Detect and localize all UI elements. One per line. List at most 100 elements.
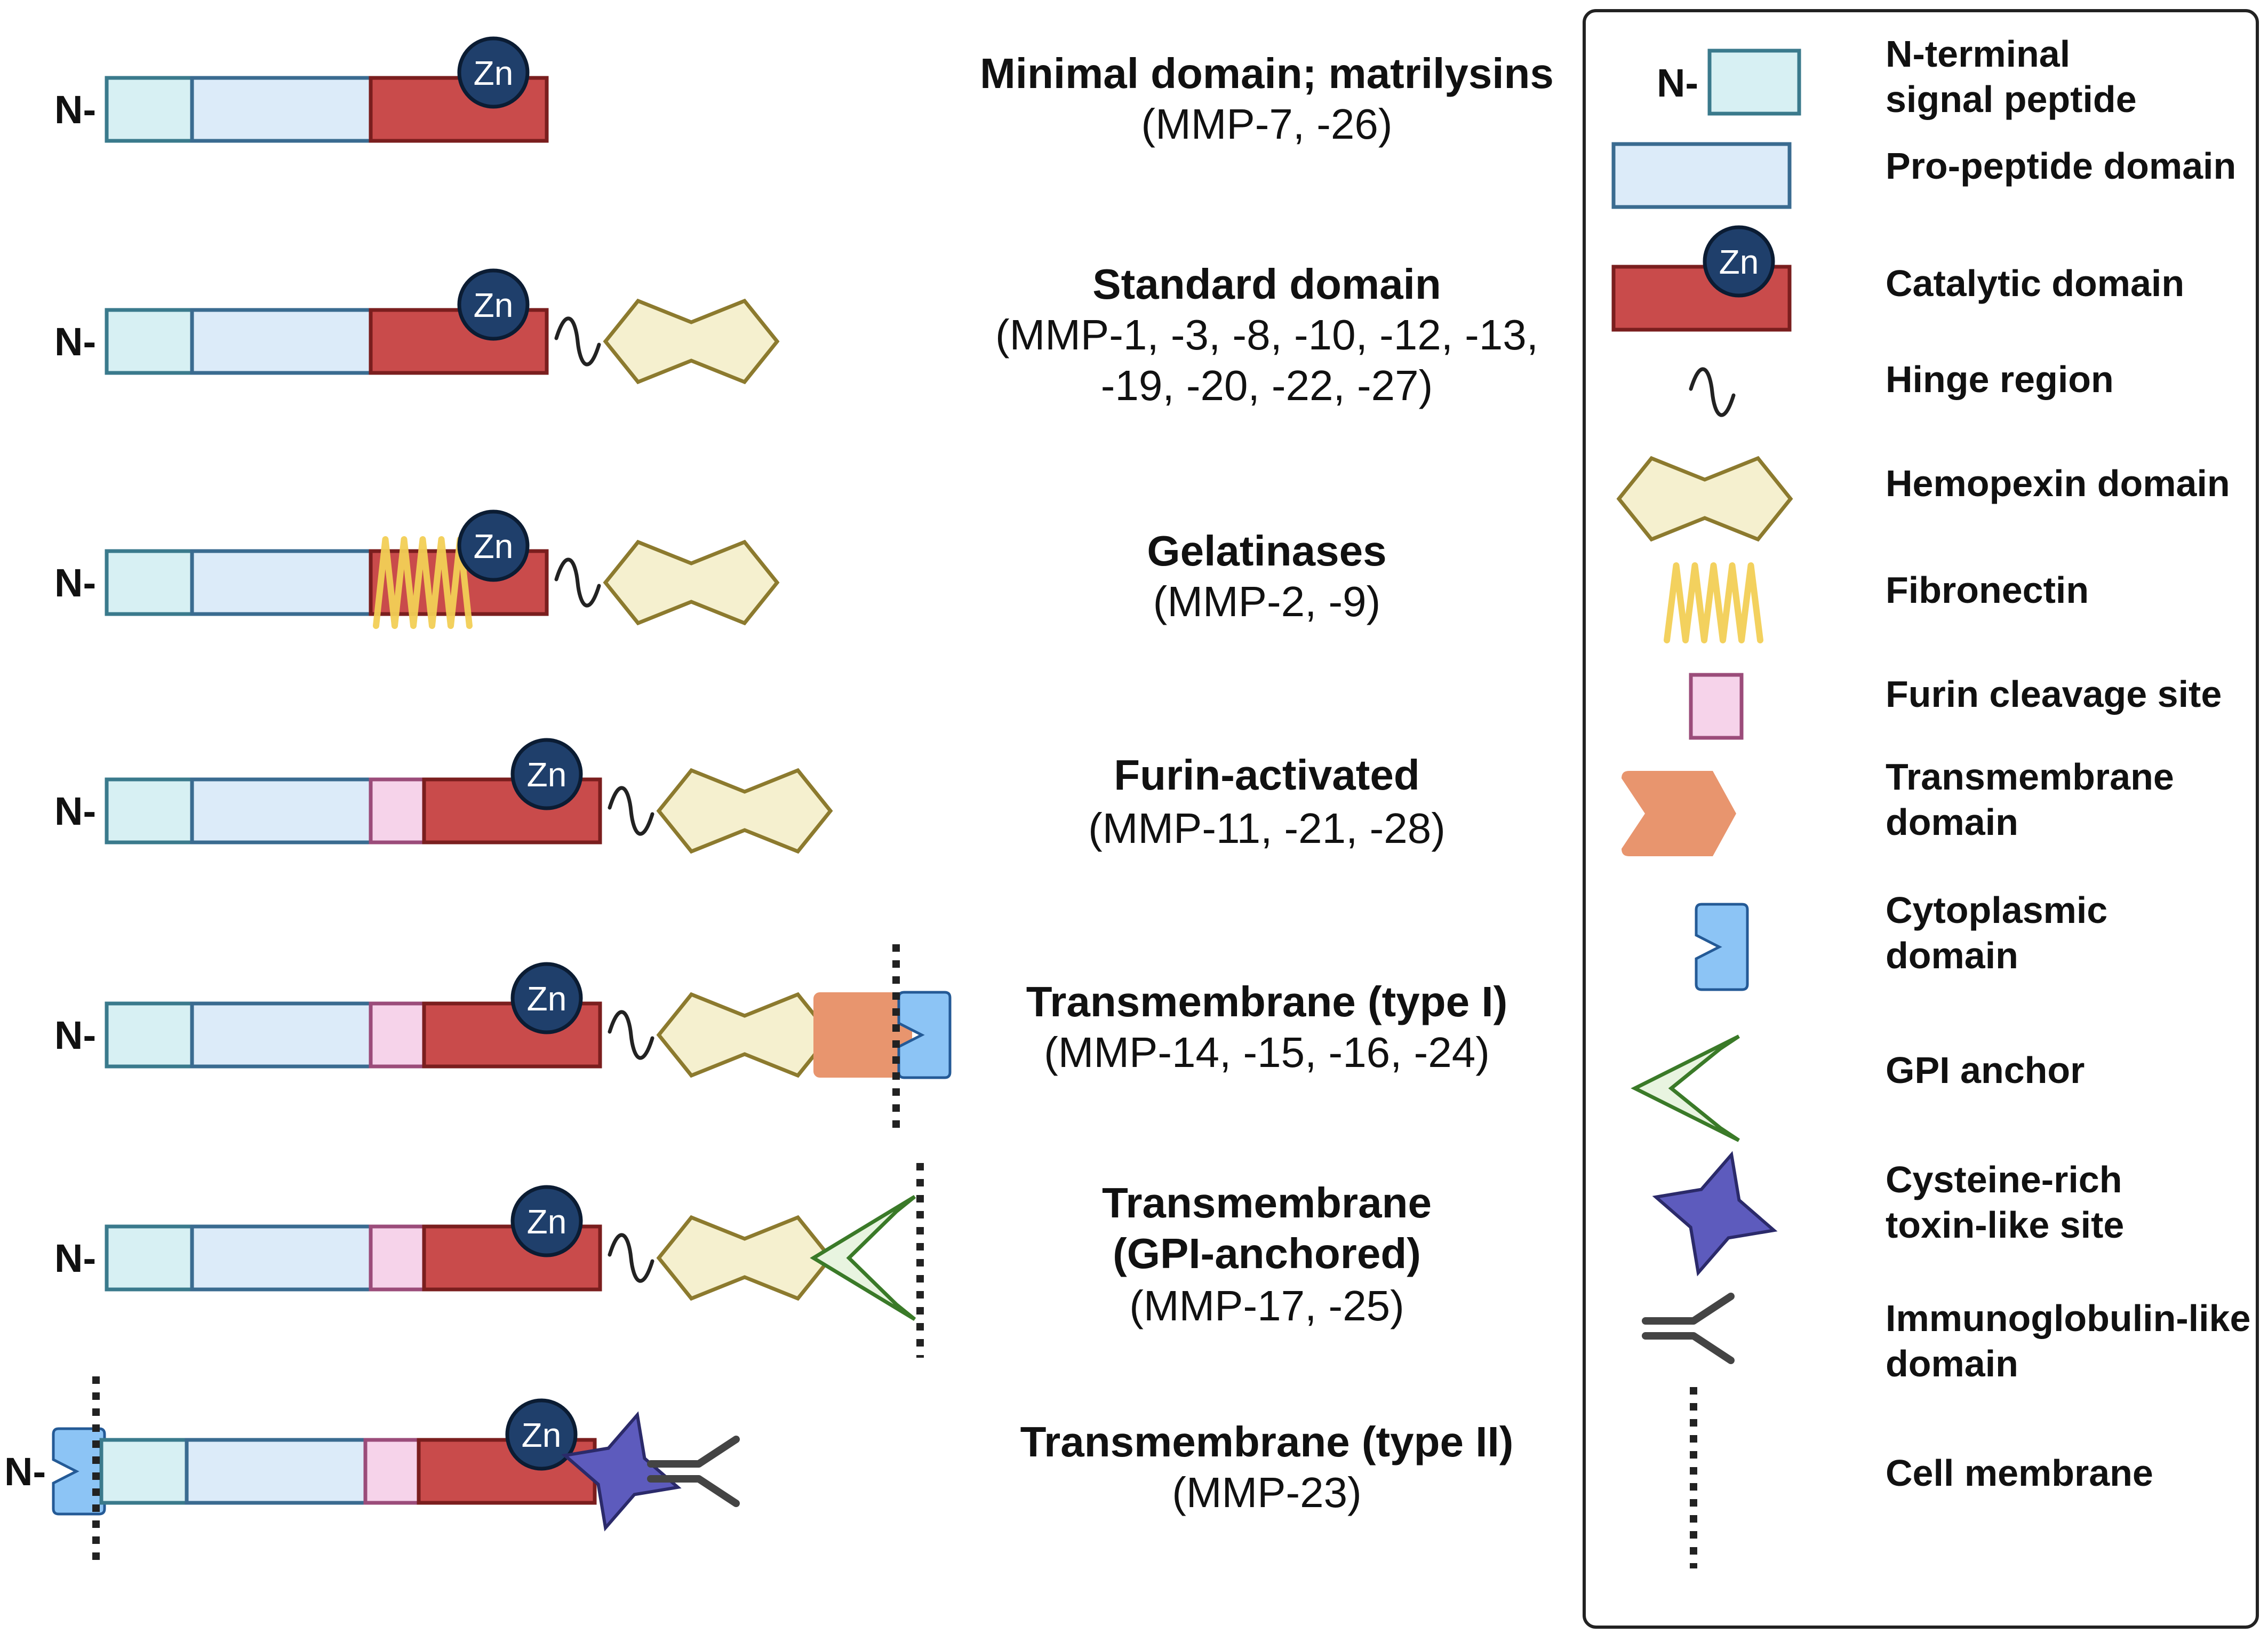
legend-label-hinge: Hinge region <box>1886 359 2114 400</box>
hemopexin-domain-icon <box>603 298 780 385</box>
legend-item-gpi-anchor: GPI anchor <box>1631 1034 2085 1142</box>
cysteine-rich-toxin-like-site-icon <box>1652 1151 1778 1277</box>
zinc-label: Zn <box>527 1202 567 1241</box>
row-members: (MMP-1, -3, -8, -10, -12, -13, <box>995 311 1538 359</box>
legend-label-cytoplasmic-line2: domain <box>1886 935 2018 976</box>
mmp-rows: N- Zn Minimal domain; matrilysins(MMP-7, -… <box>4 36 1554 1566</box>
zinc-ion-icon: Zn <box>457 509 530 582</box>
row-title: Transmembrane <box>1102 1179 1432 1226</box>
signal-peptide-box <box>105 308 194 375</box>
zinc-label: Zn <box>527 755 567 794</box>
hinge-region-icon <box>608 1233 654 1283</box>
hemopexin-domain-icon <box>656 1215 833 1301</box>
hinge-region-icon <box>608 1010 654 1060</box>
zinc-ion-icon: Zn <box>457 268 530 341</box>
mmp-row-7: N- Zn Transmembrane (type II)(MMP-23) <box>4 1376 1513 1566</box>
cytoplasmic-domain-icon <box>52 1427 106 1516</box>
row-title: Furin-activated <box>1114 751 1419 799</box>
legend-item-propeptide: Pro-peptide domain <box>1611 142 2236 209</box>
immunoglobulin-like-domain-icon <box>647 1436 740 1507</box>
gpi-anchor-icon <box>1631 1034 1740 1142</box>
hemopexin-domain-icon <box>656 992 833 1078</box>
transmembrane-domain-icon <box>813 992 912 1078</box>
n-terminus-label: N- <box>54 320 96 364</box>
mmp-row-4: N- Zn Furin-activated (MMP-11, -21, -28) <box>54 738 1446 854</box>
signal-peptide-box <box>105 549 194 616</box>
legend-label-propeptide: Pro-peptide domain <box>1886 145 2236 187</box>
row-title: Gelatinases <box>1147 527 1386 575</box>
n-terminus-label: N- <box>54 1013 96 1057</box>
legend-box <box>1583 9 2259 1629</box>
row-members: (MMP-11, -21, -28) <box>1088 804 1446 852</box>
row-members: (MMP-14, -15, -16, -24) <box>1044 1029 1490 1076</box>
legend-n-terminus-label: N- <box>1657 61 1698 105</box>
legend-label-transmembrane-line2: domain <box>1886 801 2018 843</box>
legend-label-furin: Furin cleavage site <box>1886 673 2222 715</box>
zinc-ion-icon: Zn <box>1703 225 1775 298</box>
cysteine-rich-toxin-like-site-icon <box>561 1411 682 1532</box>
zinc-ion-icon: Zn <box>510 962 583 1034</box>
propeptide-box <box>185 1438 368 1505</box>
legend-label-gpi-anchor: GPI anchor <box>1886 1049 2085 1091</box>
zinc-ion-icon: Zn <box>510 738 583 810</box>
signal-peptide-box <box>105 777 194 845</box>
zinc-ion-icon: Zn <box>457 36 530 109</box>
legend-label-cytoplasmic: Cytoplasmic <box>1886 889 2107 931</box>
row-title: Transmembrane (type I) <box>1026 978 1508 1025</box>
n-terminus-label: N- <box>54 789 96 833</box>
row-members-line2: -19, -20, -22, -27) <box>1101 362 1433 409</box>
n-terminus-label: N- <box>54 87 96 132</box>
legend-label-transmembrane: Transmembrane <box>1886 756 2174 798</box>
row-members: (MMP-7, -26) <box>1141 100 1392 148</box>
row-title: Standard domain <box>1092 260 1441 308</box>
propeptide-box <box>1611 142 1792 209</box>
propeptide-box <box>190 1224 373 1292</box>
hinge-region-icon <box>1689 367 1736 417</box>
zinc-label: Zn <box>522 1416 562 1454</box>
furin-cleavage-site-box <box>369 1001 426 1069</box>
hemopexin-domain-icon <box>603 539 780 626</box>
legend-label-immunoglobulin-like-line2: domain <box>1886 1343 2018 1384</box>
hemopexin-domain-icon <box>656 768 833 854</box>
zinc-label: Zn <box>474 54 514 92</box>
zinc-label: Zn <box>474 527 514 565</box>
furin-cleavage-site-box <box>363 1438 421 1505</box>
n-terminus-label: N- <box>4 1449 46 1494</box>
legend-label-cysteine-rich: Cysteine-rich <box>1886 1159 2122 1200</box>
row-members: (MMP-23) <box>1172 1469 1362 1516</box>
gpi-anchor-icon <box>810 1195 916 1321</box>
legend-label-catalytic: Catalytic domain <box>1886 262 2184 304</box>
hinge-region-icon <box>554 557 601 608</box>
furin-cleavage-site-box <box>1689 673 1744 740</box>
signal-peptide-box <box>99 1438 189 1505</box>
legend-label-hemopexin: Hemopexin domain <box>1886 463 2230 504</box>
propeptide-box <box>190 308 373 375</box>
row-title: Transmembrane (type II) <box>1020 1418 1514 1465</box>
legend-item-hinge: Hinge region <box>1689 359 2114 417</box>
zinc-ion-icon: Zn <box>505 1398 578 1471</box>
fibronectin-icon <box>373 536 473 629</box>
zinc-label: Zn <box>1719 243 1759 281</box>
zinc-label: Zn <box>527 979 567 1018</box>
row-title: Minimal domain; matrilysins <box>980 50 1554 97</box>
propeptide-box <box>190 76 373 143</box>
n-terminus-label: N- <box>54 561 96 605</box>
mmp-row-2: N- Zn Standard domain(MMP-1, -3, -8, -10, … <box>54 260 1538 409</box>
mmp-row-5: N- Zn Transmembrane (type I)(MMP-14, -15, … <box>54 944 1507 1131</box>
legend-item-furin: Furin cleavage site <box>1689 673 2222 740</box>
row-title-line2: (GPI-anchored) <box>1113 1230 1421 1277</box>
propeptide-box <box>190 549 373 616</box>
furin-cleavage-site-box <box>369 1224 426 1292</box>
legend-label-signal-peptide: N-terminal <box>1886 33 2070 75</box>
hinge-region-icon <box>554 316 601 367</box>
zinc-ion-icon: Zn <box>510 1185 583 1257</box>
legend-item-hemopexin: Hemopexin domain <box>1616 456 2230 542</box>
